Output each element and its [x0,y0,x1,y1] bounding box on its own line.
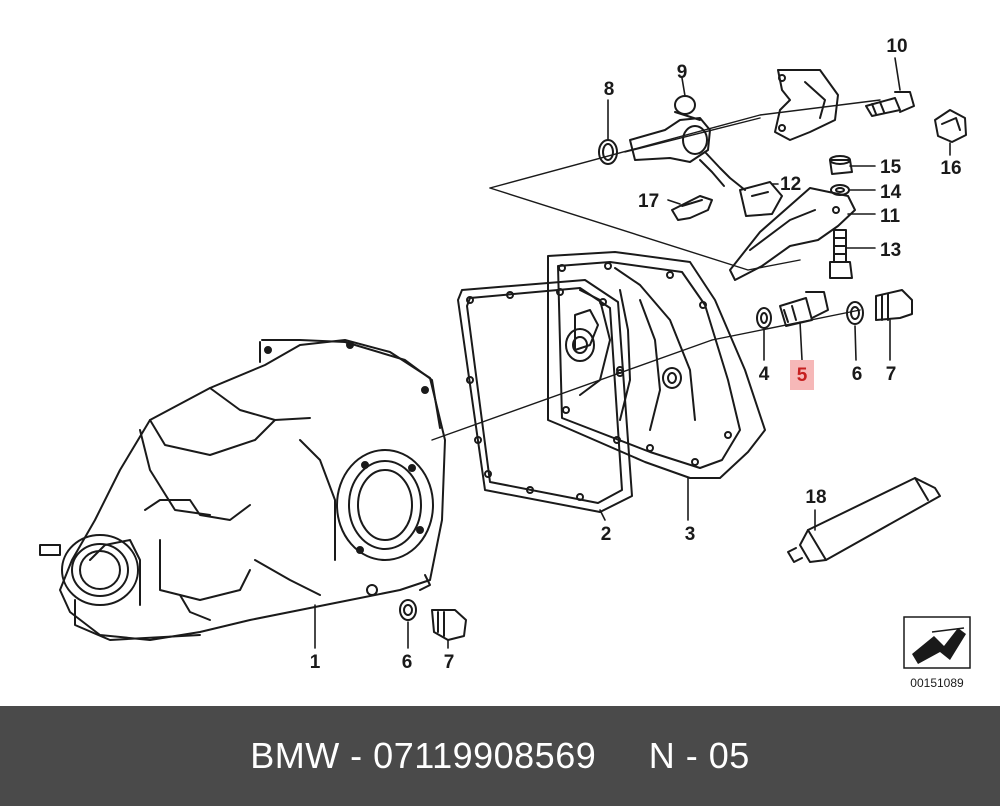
bolt-part-10 [865,91,915,117]
part-number-caption: BMW - 07119908569 N - 05 [250,735,750,776]
callout-15: 15 [880,157,902,178]
orientation-symbol [903,616,971,669]
callout-18: 18 [805,487,826,508]
washer-part-6-right [846,301,864,325]
plug-part-7-right [875,289,913,321]
callout-6-lower: 6 [402,652,413,673]
callout-1: 1 [310,652,321,673]
callout-12: 12 [780,174,801,195]
nut-part-15 [829,155,853,175]
washer-part-14 [830,184,850,196]
plug-part-7-lower [431,609,467,641]
callout-6-right: 6 [852,364,863,385]
clip-part-17 [671,195,713,221]
parts-diagram: 1 2 3 4 5 6 7 6 7 8 9 10 11 12 13 14 15 … [39,36,971,690]
callout-9: 9 [677,62,688,83]
bolt-part-5 [779,291,829,327]
callout-8: 8 [604,79,615,100]
callout-16: 16 [940,158,961,179]
leader-lines [314,57,951,649]
exploded-view-drawing: 1 2 3 4 5 6 7 6 7 8 9 10 11 12 13 14 15 … [39,36,971,690]
callout-7-lower: 7 [444,652,455,673]
washer-part-6-lower [399,599,417,621]
bracket-part-11 [729,187,856,281]
callout-11: 11 [880,206,901,227]
cover-part-3 [547,251,766,479]
callout-7-right: 7 [886,364,897,385]
connector-part-12 [739,181,783,217]
diagram-reference-code: 00151089 [910,676,964,690]
bracket-upper [774,69,839,141]
housing-part-1 [39,339,446,641]
bolt-part-13 [829,229,853,279]
callout-5: 5 [797,365,808,386]
callout-5-highlight [790,360,814,390]
callout-4: 4 [759,364,770,385]
sensor-part-9 [629,95,746,191]
callout-10: 10 [886,36,907,57]
washer-part-4 [756,307,772,329]
callout-3: 3 [685,524,696,545]
callout-2: 2 [601,524,612,545]
gasket-part-2 [457,279,633,513]
callout-13: 13 [880,240,901,261]
o-ring-part-8 [598,139,618,165]
callout-17: 17 [638,191,659,212]
callout-14: 14 [880,182,902,203]
sealant-tube-part-18 [787,477,941,563]
caption-bar: BMW - 07119908569 N - 05 [0,706,1000,806]
clip-part-16 [934,109,967,143]
